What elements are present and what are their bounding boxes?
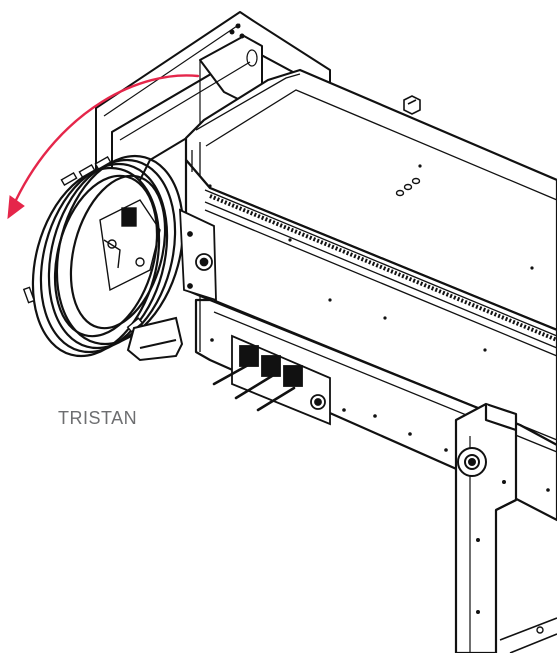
yoke-knob xyxy=(457,447,487,477)
caption-label: TRISTAN xyxy=(58,408,138,428)
side-bracket xyxy=(179,208,217,302)
ring-base-plate xyxy=(126,316,184,362)
ring-tabs xyxy=(22,155,144,333)
inner-mechanism xyxy=(99,199,161,292)
connector-cables xyxy=(212,362,296,412)
base-edge xyxy=(499,617,557,653)
curved-arrow-icon xyxy=(14,74,200,202)
yoke-screws xyxy=(476,480,506,614)
rear-housing-holes xyxy=(229,23,245,39)
lower-panel-screws xyxy=(210,338,550,492)
top-face-screws xyxy=(208,164,534,352)
top-bracket xyxy=(403,95,421,115)
base-screw xyxy=(536,626,544,634)
top-face-holes xyxy=(395,177,421,197)
arrow-head xyxy=(7,195,25,220)
vent-strip xyxy=(209,194,557,342)
rear-housing-details xyxy=(103,23,258,141)
yoke-arm xyxy=(454,402,518,653)
